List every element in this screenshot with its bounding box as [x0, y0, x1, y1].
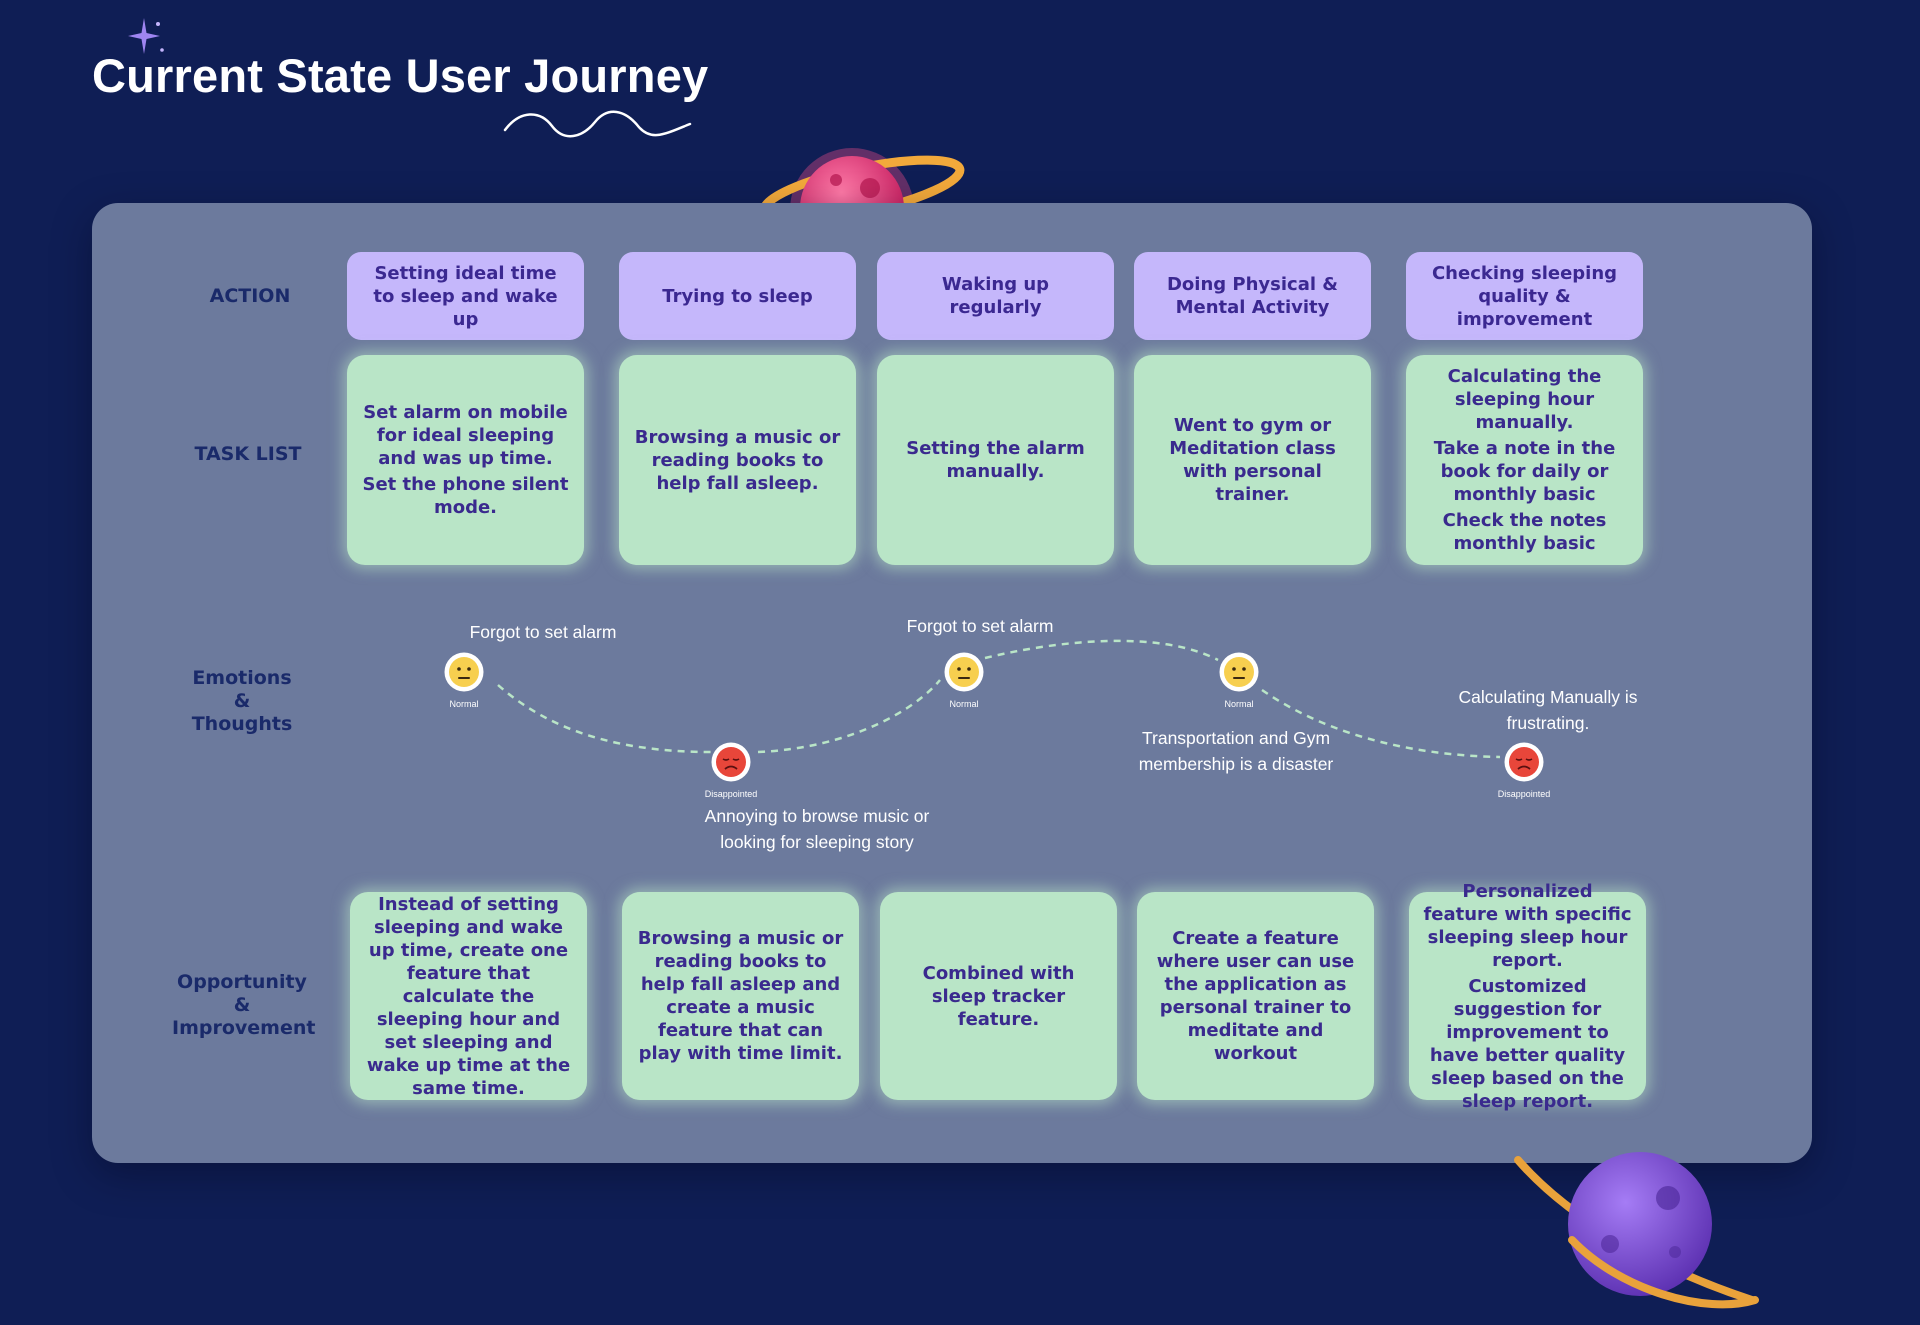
task-card: Browsing a music or reading books to hel…: [619, 355, 856, 565]
task-card: Setting the alarm manually.: [877, 355, 1114, 565]
task-card: Calculating the sleeping hour manually.T…: [1406, 355, 1643, 565]
mood-caption: Disappointed: [1497, 789, 1551, 799]
action-card: Trying to sleep: [619, 252, 856, 340]
normal-face-icon: [1219, 652, 1259, 692]
opportunity-card: Instead of setting sleeping and wake up …: [350, 892, 587, 1100]
thought-label: Forgot to set alarm: [469, 622, 617, 642]
disappointed-face-icon: [711, 742, 751, 782]
opportunity-card: Browsing a music or reading books to hel…: [622, 892, 859, 1100]
sparkle-icon: [128, 18, 164, 54]
mood-caption: Normal: [1224, 699, 1254, 709]
opportunity-card: Combined with sleep tracker feature.: [880, 892, 1117, 1100]
squiggle-decoration: [503, 110, 692, 138]
task-card: Went to gym or Meditation class with per…: [1134, 355, 1371, 565]
page-title: Current State User Journey: [92, 49, 709, 102]
row-label-action: ACTION: [209, 285, 291, 307]
mood-caption: Normal: [949, 699, 979, 709]
normal-face-icon: [444, 652, 484, 692]
action-card: Doing Physical & Mental Activity: [1134, 252, 1371, 340]
row-label-task-list: TASK LIST: [194, 443, 302, 465]
row-label-opportunity: Opportunity&Improvement: [172, 971, 316, 1039]
task-card: Set alarm on mobile for ideal sleeping a…: [347, 355, 584, 565]
row-label-emotions: Emotions&Thoughts: [191, 667, 293, 735]
thought-label: Transportation and Gym membership is a d…: [1138, 728, 1334, 774]
disappointed-face-icon: [1504, 742, 1544, 782]
opportunity-card: Create a feature where user can use the …: [1137, 892, 1374, 1100]
thought-label: Annoying to browse music or looking for …: [704, 806, 930, 852]
opportunity-card: Personalized feature with specific sleep…: [1409, 881, 1646, 1112]
action-card: Waking up regularly: [877, 252, 1114, 340]
mood-caption: Disappointed: [704, 789, 758, 799]
normal-face-icon: [944, 652, 984, 692]
thought-label: Forgot to set alarm: [906, 616, 1054, 636]
action-card: Checking sleeping quality & improvement: [1406, 252, 1643, 340]
action-card: Setting ideal time to sleep and wake up: [347, 252, 584, 340]
mood-caption: Normal: [449, 699, 479, 709]
thought-label: Calculating Manually is frustrating.: [1458, 687, 1638, 733]
purple-planet-icon: [1514, 1152, 1759, 1309]
